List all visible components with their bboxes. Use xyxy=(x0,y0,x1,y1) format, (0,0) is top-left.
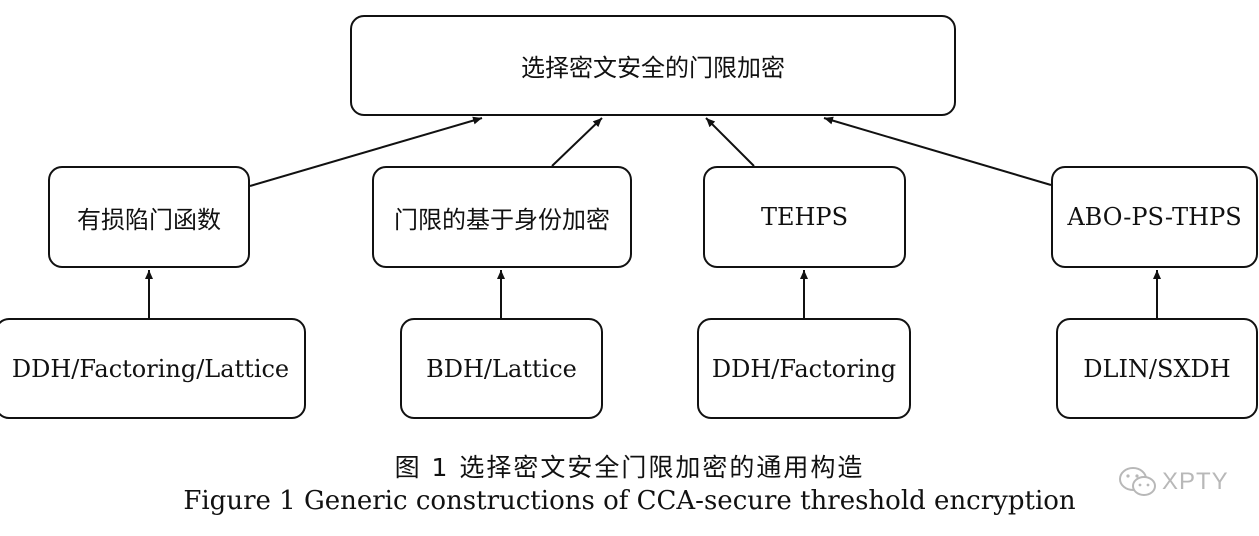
node-lossy-trapdoor-function: 有损陷门函数 xyxy=(48,166,250,268)
watermark-text: XPTY xyxy=(1162,468,1229,495)
node-tehps: TEHPS xyxy=(703,166,906,268)
node-label: DDH/Factoring/Lattice xyxy=(11,354,290,383)
node-ddh-factoring-lattice: DDH/Factoring/Lattice xyxy=(0,318,306,419)
node-label: DDH/Factoring xyxy=(711,354,897,383)
watermark: XPTY xyxy=(1118,466,1229,498)
node-ddh-factoring: DDH/Factoring xyxy=(697,318,911,419)
node-label: 有损陷门函数 xyxy=(77,205,221,234)
root-node: 选择密文安全的门限加密 xyxy=(350,15,956,116)
figure-caption-english: Figure 1 Generic constructions of CCA-se… xyxy=(183,486,1076,516)
figure-caption-chinese: 图 1 选择密文安全门限加密的通用构造 xyxy=(394,453,865,482)
arrow-threshold-ibe-to-root xyxy=(551,117,603,167)
node-dlin-sxdh: DLIN/SXDH xyxy=(1056,318,1258,419)
node-label: TEHPS xyxy=(760,203,849,231)
wechat-icon xyxy=(1119,467,1156,496)
arrow-lossy-trapdoor-to-root xyxy=(249,116,483,187)
node-threshold-ibe: 门限的基于身份加密 xyxy=(372,166,632,268)
node-label: ABO-PS-THPS xyxy=(1067,203,1242,231)
arrow-tehps-to-root xyxy=(705,117,755,167)
root-node-label: 选择密文安全的门限加密 xyxy=(521,54,785,82)
node-label: DLIN/SXDH xyxy=(1083,354,1231,383)
node-label: 门限的基于身份加密 xyxy=(394,205,610,234)
node-abo-ps-thps: ABO-PS-THPS xyxy=(1051,166,1258,268)
node-bdh-lattice: BDH/Lattice xyxy=(400,318,603,419)
node-label: BDH/Lattice xyxy=(426,354,577,383)
arrow-abo-ps-thps-to-root xyxy=(823,116,1052,186)
